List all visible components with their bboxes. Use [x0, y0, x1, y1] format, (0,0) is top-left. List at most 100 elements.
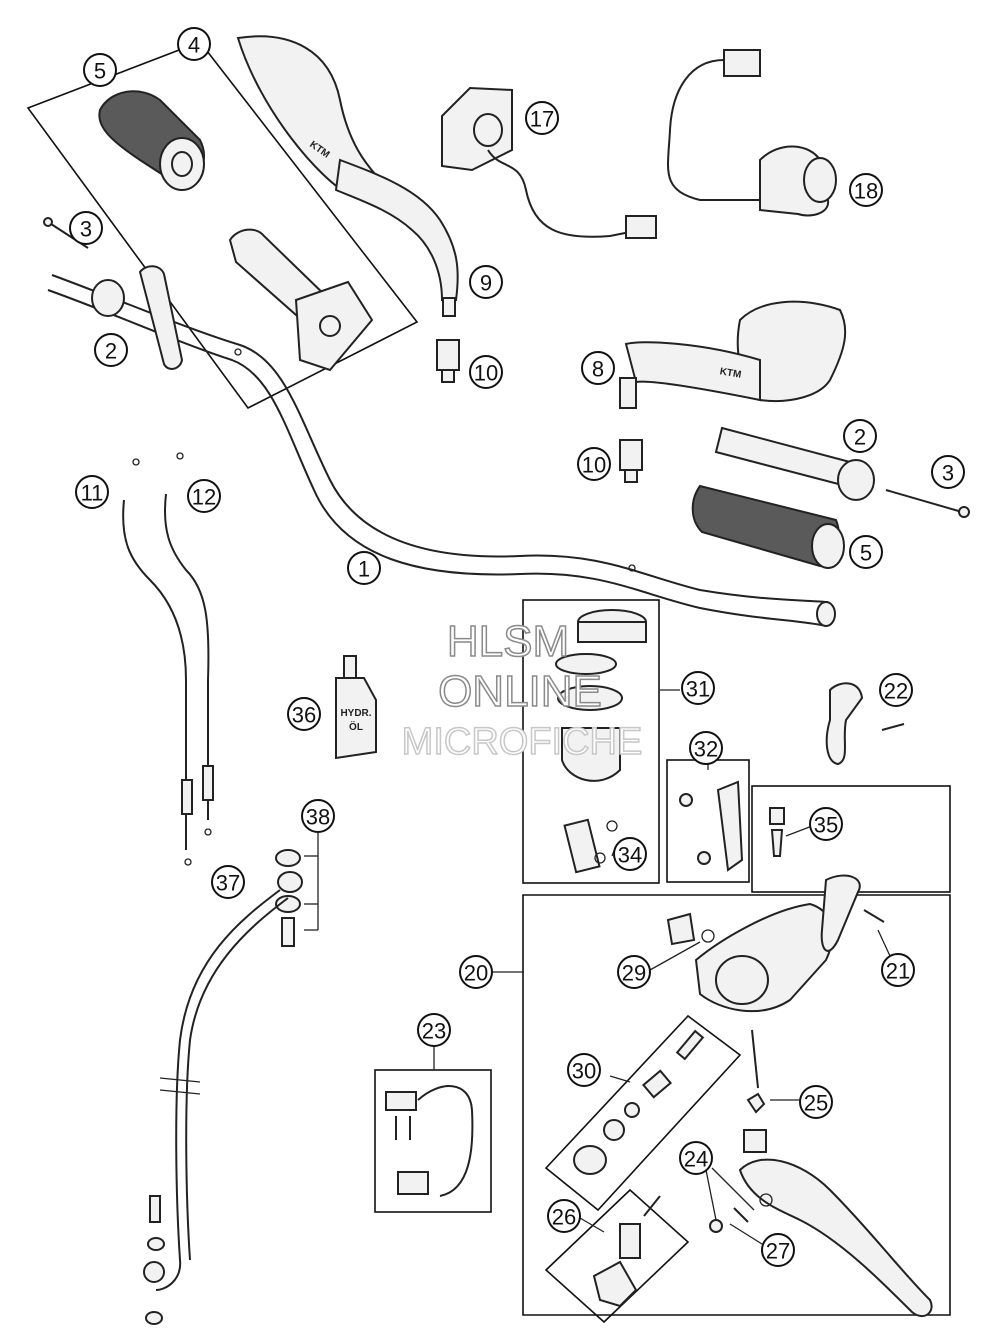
callout-4: 4: [177, 27, 211, 61]
reservoir: [555, 609, 647, 874]
piston-kit: [573, 1029, 705, 1175]
callout-10-left: 10: [469, 355, 503, 389]
hydraulic-oil-bottle: HYDR. ÖL: [335, 655, 377, 760]
right-mirror-adapter: [619, 439, 643, 483]
callout-35: 35: [809, 807, 843, 841]
svg-text:9: 9: [480, 271, 492, 296]
bottle-label-line1: HYDR.: [340, 708, 371, 719]
callout-10-right: 10: [577, 447, 611, 481]
callout-2-left: 2: [94, 333, 128, 367]
callout-20: 20: [459, 955, 493, 989]
callout-36: 36: [287, 697, 321, 731]
throttle-cables: [122, 452, 214, 866]
svg-text:35: 35: [814, 813, 838, 838]
svg-text:5: 5: [94, 59, 106, 84]
svg-text:10: 10: [474, 361, 498, 386]
svg-text:26: 26: [552, 1205, 576, 1230]
left-grip: [98, 90, 205, 191]
callout-27: 27: [761, 1233, 795, 1267]
svg-text:2: 2: [105, 339, 117, 364]
callout-26: 26: [547, 1199, 581, 1233]
callout-21: 21: [881, 953, 915, 987]
callout-2-right: 2: [843, 419, 877, 453]
svg-text:23: 23: [422, 1019, 446, 1044]
watermark-line3: MICROFICHE: [402, 721, 643, 763]
right-grip: [691, 484, 845, 569]
svg-text:18: 18: [854, 179, 878, 204]
callout-17: 17: [525, 101, 559, 135]
svg-text:30: 30: [572, 1059, 596, 1084]
brake-lever: [709, 1029, 933, 1318]
group-frame-31: [522, 599, 660, 884]
callout-5-right: 5: [849, 535, 883, 569]
group-frame-26: [544, 1188, 690, 1324]
svg-text:11: 11: [81, 481, 104, 506]
callout-38: 38: [301, 799, 335, 833]
svg-text:36: 36: [292, 703, 316, 728]
brake-hose: [143, 849, 303, 1325]
callout-9: 9: [469, 265, 503, 299]
svg-text:21: 21: [886, 959, 910, 984]
callout-34: 34: [613, 837, 647, 871]
bleeder-valve: [769, 807, 785, 857]
left-mirror: KTM: [236, 35, 459, 317]
callout-18: 18: [849, 173, 883, 207]
svg-text:25: 25: [804, 1091, 828, 1116]
svg-text:3: 3: [80, 217, 92, 242]
watermark: HLSM ONLINE MICROFICHE: [401, 616, 643, 764]
callout-1: 1: [347, 551, 381, 585]
watermark-line2: ONLINE: [438, 667, 602, 716]
watermark-line1: HLSM: [447, 617, 569, 666]
callout-5-left: 5: [83, 53, 117, 87]
svg-text:32: 32: [694, 737, 718, 762]
svg-text:1: 1: [358, 557, 370, 582]
callout-30: 30: [567, 1053, 601, 1087]
svg-text:37: 37: [216, 871, 240, 896]
brake-light-switch: [385, 1085, 474, 1197]
callout-8: 8: [581, 351, 615, 385]
callout-3-right: 3: [931, 455, 965, 489]
svg-text:10: 10: [582, 453, 606, 478]
svg-text:5: 5: [860, 541, 872, 566]
svg-text:29: 29: [622, 961, 646, 986]
right-mirror-logo: KTM: [719, 366, 742, 381]
left-bar-end: [43, 217, 184, 370]
svg-text:22: 22: [884, 679, 908, 704]
svg-text:20: 20: [464, 961, 488, 986]
svg-text:38: 38: [306, 805, 330, 830]
svg-text:34: 34: [618, 843, 642, 868]
svg-text:31: 31: [686, 677, 710, 702]
callout-25: 25: [799, 1085, 833, 1119]
left-switch: [667, 49, 837, 217]
svg-text:2: 2: [854, 425, 866, 450]
right-bar-end: [714, 426, 970, 518]
svg-text:12: 12: [192, 485, 216, 510]
mirror-clamp: [825, 682, 905, 766]
bottle-label-line2: ÖL: [349, 720, 363, 733]
leader-lines: [304, 689, 891, 1245]
svg-text:24: 24: [684, 1147, 708, 1172]
callout-37: 37: [211, 865, 245, 899]
group-frame-30: [544, 1014, 742, 1212]
callout-22: 22: [879, 673, 913, 707]
master-cylinder-body: [666, 874, 885, 1013]
group-frame-4: [26, 41, 419, 410]
group-frame-20: [522, 894, 951, 1316]
callout-24: 24: [679, 1141, 713, 1175]
callout-12: 12: [187, 479, 221, 513]
svg-text:4: 4: [188, 33, 200, 58]
svg-text:8: 8: [592, 357, 604, 382]
handlebar: [47, 274, 836, 627]
callout-29: 29: [617, 955, 651, 989]
svg-text:27: 27: [766, 1239, 790, 1264]
callout-31: 31: [681, 671, 715, 705]
callout-11: 11: [75, 475, 109, 509]
right-switch: [441, 86, 657, 239]
callout-3-left: 3: [69, 211, 103, 245]
group-frame-23: [374, 1069, 492, 1213]
svg-text:3: 3: [942, 461, 954, 486]
callout-32: 32: [689, 731, 723, 765]
callout-23: 23: [417, 1013, 451, 1047]
left-mirror-adapter: [436, 339, 460, 383]
